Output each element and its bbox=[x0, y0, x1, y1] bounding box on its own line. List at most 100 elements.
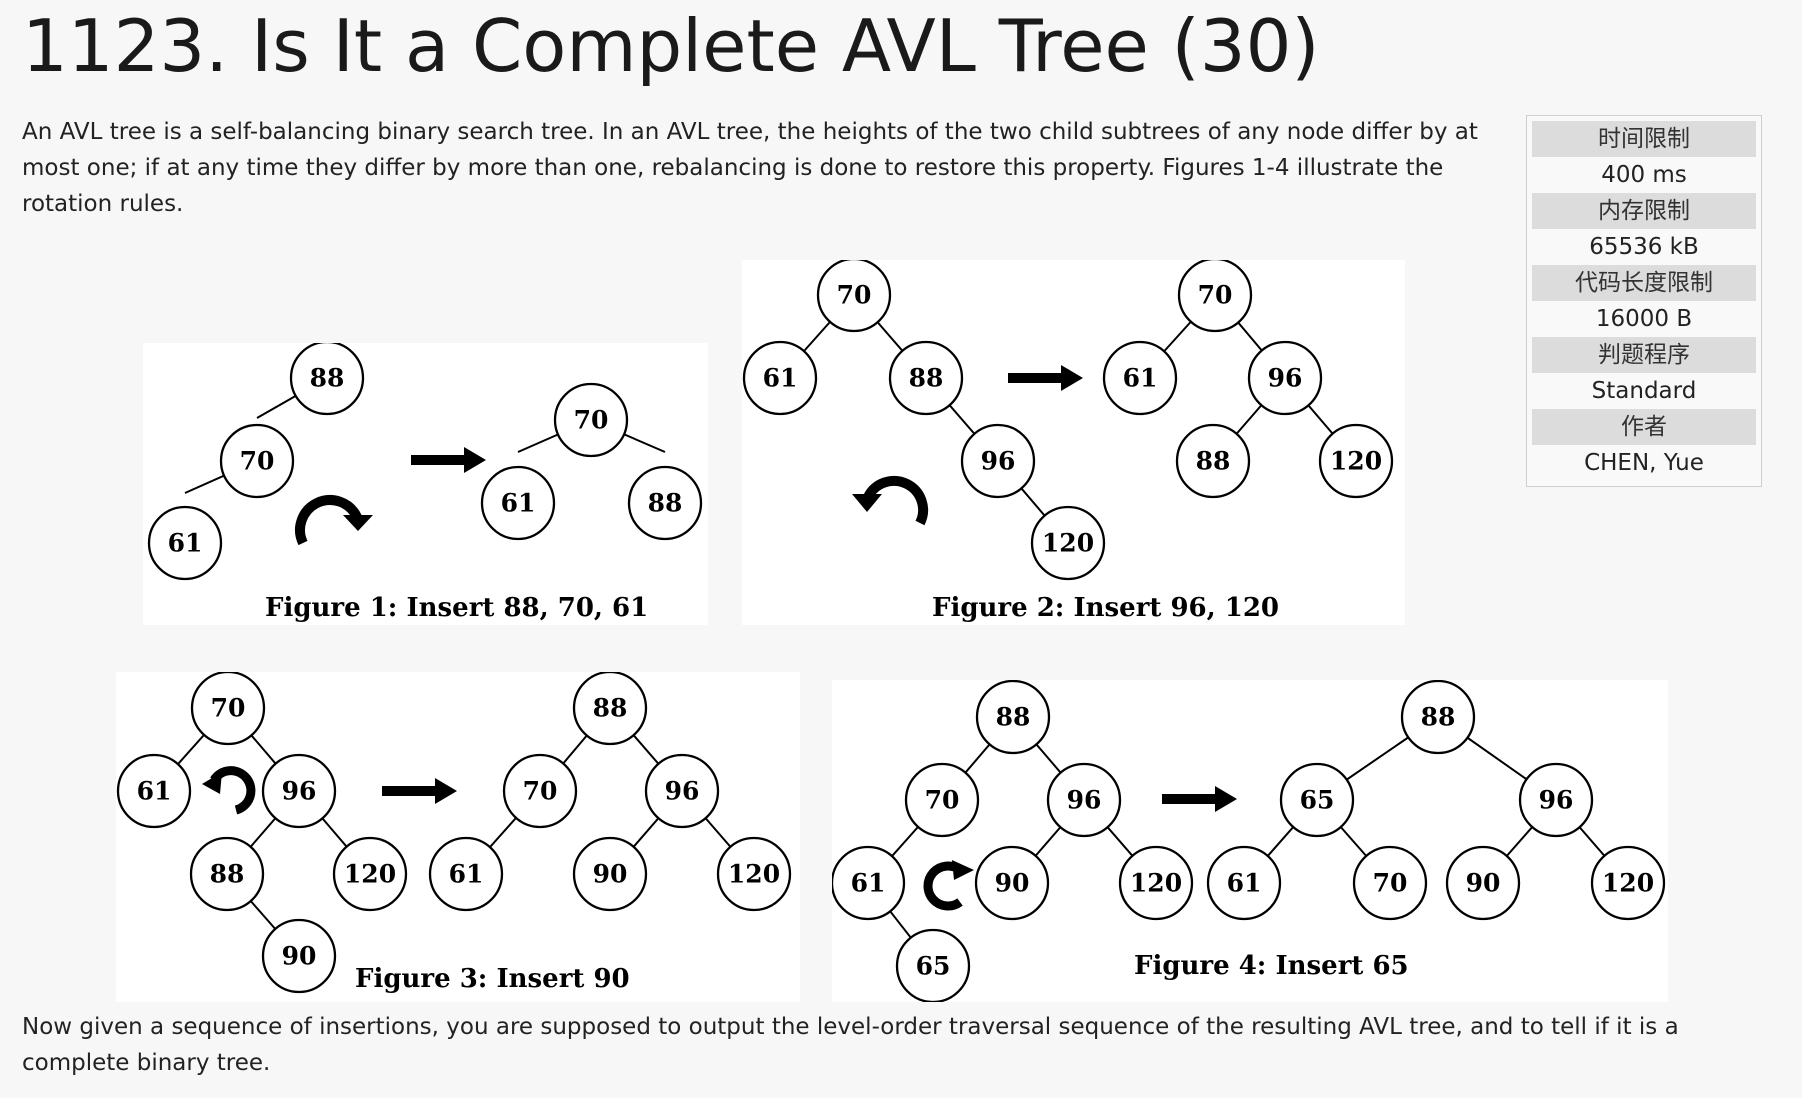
tree-node: 88 bbox=[975, 680, 1051, 755]
figure-3-caption: Figure 3: Insert 90 bbox=[355, 964, 630, 994]
tree-node: 70 bbox=[190, 672, 266, 746]
svg-text:88: 88 bbox=[1421, 703, 1456, 732]
tree-node: 61 bbox=[116, 753, 192, 829]
figure-2-caption: Figure 2: Insert 96, 120 bbox=[932, 593, 1279, 623]
tree-node: 61 bbox=[428, 836, 504, 912]
judge-label: 判题程序 bbox=[1532, 337, 1756, 373]
tree-node: 90 bbox=[572, 836, 648, 912]
svg-text:96: 96 bbox=[981, 447, 1016, 476]
tree-node: 96 bbox=[1518, 762, 1594, 838]
tree-node: 65 bbox=[895, 928, 971, 1002]
svg-text:120: 120 bbox=[344, 860, 396, 889]
svg-text:120: 120 bbox=[1330, 447, 1382, 476]
tree-node: 96 bbox=[960, 423, 1036, 499]
tree-node: 61 bbox=[1102, 340, 1178, 416]
svg-text:70: 70 bbox=[523, 777, 558, 806]
tree-node: 70 bbox=[502, 753, 578, 829]
tree-node: 88 bbox=[289, 343, 365, 416]
tree-node: 65 bbox=[1279, 762, 1355, 838]
svg-text:96: 96 bbox=[1539, 786, 1574, 815]
tree-node: 96 bbox=[261, 753, 337, 829]
tree-node: 61 bbox=[832, 845, 906, 921]
tree-node: 70 bbox=[553, 382, 629, 458]
figure-3: 70 61 96 88 120 90 88 70 96 61 90 120 Fi… bbox=[116, 672, 800, 1002]
svg-text:120: 120 bbox=[1602, 869, 1654, 898]
svg-text:96: 96 bbox=[1268, 364, 1303, 393]
svg-text:90: 90 bbox=[995, 869, 1030, 898]
tree-node: 96 bbox=[1247, 340, 1323, 416]
svg-text:61: 61 bbox=[1123, 364, 1158, 393]
svg-text:96: 96 bbox=[665, 777, 700, 806]
svg-text:61: 61 bbox=[501, 489, 536, 518]
tree-node: 70 bbox=[1177, 260, 1253, 333]
tree-node: 88 bbox=[627, 465, 703, 541]
svg-text:70: 70 bbox=[211, 694, 246, 723]
author-value: CHEN, Yue bbox=[1584, 450, 1704, 476]
tree-node: 61 bbox=[742, 340, 818, 416]
tree-node: 90 bbox=[261, 918, 337, 994]
page-title: 1123. Is It a Complete AVL Tree (30) bbox=[22, 4, 1320, 88]
svg-text:70: 70 bbox=[1198, 281, 1233, 310]
judge-value: Standard bbox=[1591, 378, 1697, 404]
memory-limit-value: 65536 kB bbox=[1589, 234, 1699, 260]
right-arrow-icon bbox=[382, 778, 457, 804]
limits-panel: 时间限制 400 ms 内存限制 65536 kB 代码长度限制 16000 B… bbox=[1526, 115, 1762, 487]
svg-text:120: 120 bbox=[1130, 869, 1182, 898]
problem-description: An AVL tree is a self-balancing binary s… bbox=[22, 119, 1478, 217]
svg-text:61: 61 bbox=[851, 869, 886, 898]
rotate-counterclockwise-icon bbox=[202, 766, 256, 815]
rotate-clockwise-icon bbox=[923, 860, 974, 911]
svg-text:61: 61 bbox=[137, 777, 172, 806]
memory-limit-label: 内存限制 bbox=[1532, 193, 1756, 229]
tree-node: 120 bbox=[332, 836, 408, 912]
tree-node: 61 bbox=[480, 465, 556, 541]
rotate-clockwise-icon bbox=[295, 495, 373, 546]
svg-text:61: 61 bbox=[449, 860, 484, 889]
svg-text:88: 88 bbox=[996, 703, 1031, 732]
code-length-limit-value: 16000 B bbox=[1595, 306, 1693, 332]
tree-node: 88 bbox=[888, 340, 964, 416]
svg-text:65: 65 bbox=[916, 952, 951, 981]
svg-text:88: 88 bbox=[909, 364, 944, 393]
svg-text:61: 61 bbox=[763, 364, 798, 393]
author-label: 作者 bbox=[1532, 409, 1756, 445]
svg-text:61: 61 bbox=[1227, 869, 1262, 898]
svg-text:96: 96 bbox=[1067, 786, 1102, 815]
tree-node: 120 bbox=[1318, 423, 1394, 499]
tree-node: 88 bbox=[189, 836, 265, 912]
tree-node: 70 bbox=[219, 423, 295, 499]
svg-text:88: 88 bbox=[648, 489, 683, 518]
svg-text:88: 88 bbox=[210, 860, 245, 889]
tree-node: 88 bbox=[1175, 423, 1251, 499]
tree-node: 90 bbox=[974, 845, 1050, 921]
tree-node: 120 bbox=[1590, 845, 1666, 921]
svg-text:88: 88 bbox=[593, 694, 628, 723]
figure-4-caption: Figure 4: Insert 65 bbox=[1134, 951, 1409, 981]
svg-text:90: 90 bbox=[282, 942, 317, 971]
svg-text:90: 90 bbox=[593, 860, 628, 889]
tree-node: 90 bbox=[1445, 845, 1521, 921]
right-arrow-icon bbox=[411, 447, 486, 473]
tree-node: 88 bbox=[572, 672, 648, 746]
tree-node: 88 bbox=[1400, 680, 1476, 755]
svg-text:70: 70 bbox=[1373, 869, 1408, 898]
svg-text:88: 88 bbox=[1196, 447, 1231, 476]
tree-node: 61 bbox=[1206, 845, 1282, 921]
time-limit-label: 时间限制 bbox=[1532, 121, 1756, 157]
svg-text:61: 61 bbox=[168, 529, 203, 558]
tree-node: 96 bbox=[1046, 762, 1122, 838]
time-limit-value: 400 ms bbox=[1601, 162, 1687, 188]
figure-4: 88 70 96 61 90 120 65 88 65 96 61 70 90 … bbox=[832, 680, 1668, 1002]
code-length-limit-label: 代码长度限制 bbox=[1532, 265, 1756, 301]
svg-text:96: 96 bbox=[282, 777, 317, 806]
right-arrow-icon bbox=[1162, 786, 1237, 812]
tree-node: 70 bbox=[1352, 845, 1428, 921]
svg-text:70: 70 bbox=[574, 406, 609, 435]
rotate-counterclockwise-icon bbox=[852, 475, 929, 526]
right-arrow-icon bbox=[1008, 365, 1083, 391]
tree-node: 70 bbox=[816, 260, 892, 333]
svg-text:120: 120 bbox=[728, 860, 780, 889]
tree-node: 120 bbox=[1030, 505, 1106, 581]
figure-1-caption: Figure 1: Insert 88, 70, 61 bbox=[265, 593, 648, 623]
svg-text:120: 120 bbox=[1042, 529, 1094, 558]
